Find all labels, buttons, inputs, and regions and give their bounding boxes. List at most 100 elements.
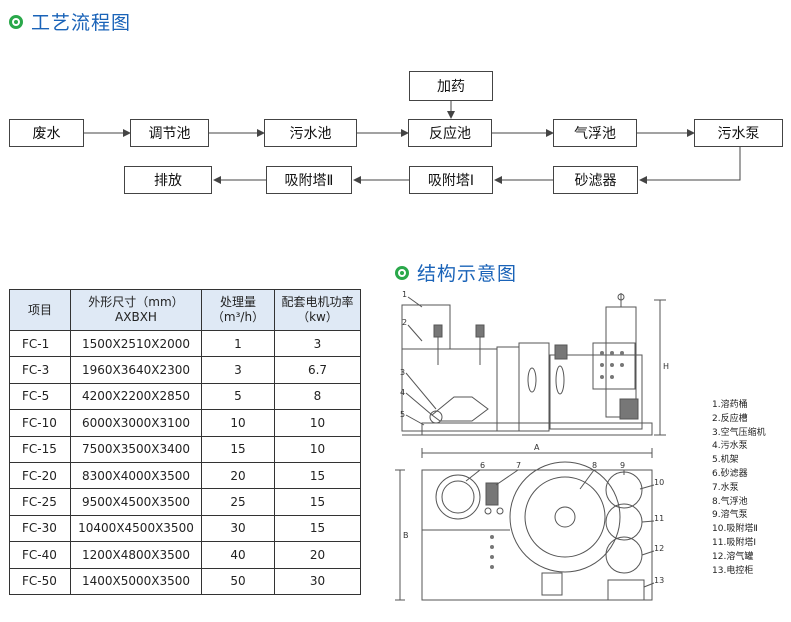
- header-capacity-line2: （m³/h）: [211, 310, 265, 324]
- callout-3: 3: [400, 368, 405, 377]
- node-wushuichi: 污水池: [264, 119, 357, 147]
- table-cell: FC-50: [9, 567, 71, 595]
- structure-title: 结构示意图: [417, 263, 518, 285]
- table-cell: 50: [201, 567, 275, 595]
- dim-h: H: [663, 362, 669, 371]
- structure-legend: 1.溶药桶 2.反应槽 3.空气压缩机 4.污水泵 5.机架 6.砂滤器 7.水…: [712, 399, 766, 578]
- legend-item: 3.空气压缩机: [712, 427, 766, 438]
- table-cell: 5: [201, 382, 275, 411]
- node-xifuta1: 吸附塔Ⅰ: [409, 166, 493, 194]
- node-tiaojiechi: 调节池: [130, 119, 209, 147]
- table-cell: 1500X2510X2000: [70, 329, 202, 358]
- callout-1: 1: [402, 290, 407, 299]
- table-cell: 1960X3640X2300: [70, 356, 202, 384]
- process-title: 工艺流程图: [31, 12, 132, 34]
- table-cell: 10400X4500X3500: [70, 514, 202, 543]
- callout-11: 11: [654, 514, 664, 523]
- node-wushuibeng: 污水泵: [694, 119, 783, 147]
- structure-section-title: 结构示意图: [395, 259, 517, 286]
- control-box: [592, 342, 636, 390]
- node-qifuchi: 气浮池: [553, 119, 637, 147]
- motor-top: [554, 344, 568, 360]
- table-cell: 10: [274, 409, 361, 437]
- spec-table: 项目 外形尺寸（mm）AXBXH 处理量（m³/h） 配套电机功率（kw） FC…: [9, 289, 361, 595]
- table-cell: FC-1: [9, 329, 71, 358]
- node-feishui: 废水: [9, 119, 84, 147]
- table-cell: 20: [201, 461, 275, 490]
- table-cell: 20: [274, 541, 361, 569]
- callout-2: 2: [402, 318, 407, 327]
- table-cell: 8: [274, 382, 361, 411]
- legend-item: 1.溶药桶: [712, 400, 748, 410]
- header-power-line2: （kw）: [297, 310, 338, 324]
- callout-13: 13: [654, 576, 664, 585]
- legend-item: 12.溶气罐: [712, 551, 754, 562]
- pump-plan: [485, 482, 499, 506]
- col-header-power: 配套电机功率（kw）: [274, 289, 361, 331]
- table-cell: 3: [201, 356, 275, 384]
- legend-item: 10.吸附塔Ⅱ: [712, 524, 758, 535]
- legend-item: 4.污水泵: [712, 441, 748, 452]
- mixer-right: [475, 324, 485, 338]
- legend-item: 13.电控柜: [712, 565, 754, 576]
- table-cell: FC-20: [9, 461, 71, 490]
- table-cell: 3: [274, 329, 361, 358]
- table-cell: FC-30: [9, 514, 71, 543]
- table-cell: 4200X2200X2850: [70, 382, 202, 411]
- legend-item: 8.气浮池: [712, 496, 748, 507]
- col-header-size: 外形尺寸（mm）AXBXH: [70, 289, 202, 331]
- pump-left: [431, 396, 489, 422]
- table-cell: FC-10: [9, 409, 71, 437]
- pump-right: [619, 398, 639, 420]
- table-cell: 6000X3000X3100: [70, 409, 202, 437]
- callout-12: 12: [654, 544, 664, 553]
- callout-5: 5: [400, 410, 405, 419]
- legend-item: 6.砂滤器: [712, 468, 748, 479]
- table-cell: 15: [274, 488, 361, 516]
- callout-8: 8: [592, 461, 597, 470]
- table-header-row: 项目 外形尺寸（mm）AXBXH 处理量（m³/h） 配套电机功率（kw）: [9, 289, 361, 331]
- flotation-plan: [509, 461, 621, 573]
- reaction-tank: [401, 348, 498, 432]
- table-cell: 40: [201, 541, 275, 569]
- node-paifang: 排放: [124, 166, 212, 194]
- callout-6: 6: [480, 461, 485, 470]
- table-cell: FC-3: [9, 356, 71, 384]
- circle-bullet-icon: [395, 265, 409, 280]
- tower-plan-1: [605, 471, 643, 509]
- header-capacity-line1: 处理量: [219, 295, 256, 309]
- table-cell: FC-40: [9, 541, 71, 569]
- legend-item: 5.机架: [712, 455, 739, 466]
- header-size-line2: AXBXH: [115, 310, 157, 324]
- tower-plan-2: [605, 503, 643, 541]
- node-jiayao: 加药: [409, 71, 493, 101]
- control-cabinet-plan: [607, 579, 645, 601]
- air-flotation-top: [549, 354, 643, 430]
- mixer-left: [433, 324, 443, 338]
- table-cell: 6.7: [274, 356, 361, 384]
- legend-item: 7.水泵: [712, 482, 739, 493]
- dim-a: A: [534, 443, 540, 452]
- table-cell: 1200X4800X3500: [70, 541, 202, 569]
- structure-schematic: A B H 1 2 3 4 5 6 7 8 9 10 11 12 13: [395, 290, 669, 601]
- tower-plan-3: [605, 536, 643, 574]
- table-cell: 10: [201, 409, 275, 437]
- legend-item: 9.溶气泵: [712, 510, 748, 521]
- table-cell: 8300X4000X3500: [70, 461, 202, 490]
- table-cell: 15: [274, 461, 361, 490]
- table-cell: 15: [274, 514, 361, 543]
- flow-arrows: [84, 101, 741, 184]
- callout-7: 7: [516, 461, 521, 470]
- table-cell: 1400X5000X3500: [70, 567, 202, 595]
- node-shalvqi: 砂滤器: [553, 166, 638, 194]
